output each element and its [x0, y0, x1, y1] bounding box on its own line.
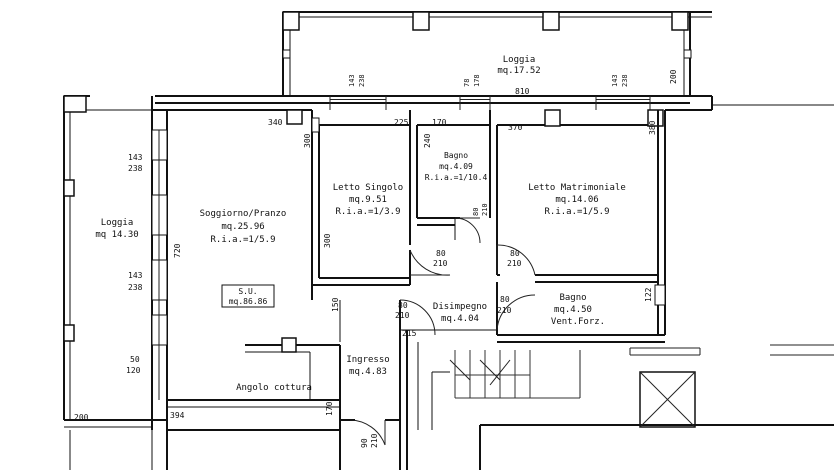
- dim-label: 720: [173, 243, 182, 258]
- pillar: [671, 11, 689, 31]
- dim-label: 143: [611, 74, 619, 87]
- room-name-bagno-small: Bagno: [444, 151, 468, 160]
- dim-label: 150: [331, 297, 340, 312]
- dim-label: 120: [126, 366, 141, 375]
- su-value: mq.86.86: [229, 297, 268, 306]
- loggia-top: [282, 11, 712, 96]
- dim-label: 238: [621, 74, 629, 87]
- dim-label: 122: [644, 287, 653, 302]
- room-name-loggia-top: Loggia: [503, 55, 536, 65]
- pillar: [542, 11, 560, 31]
- dim-label: 210: [507, 259, 522, 268]
- room-area-disimpegno: mq.4.04: [441, 314, 479, 324]
- dim-label: 380: [648, 120, 657, 135]
- dim-label: 340: [268, 118, 283, 127]
- room-area-letto-singolo: mq.9.51: [349, 195, 387, 205]
- dim-label: 210: [395, 311, 410, 320]
- dim-label: 143: [128, 153, 143, 162]
- room-ria-letto-singolo: R.i.a.=1/3.9: [335, 207, 400, 217]
- dim-label: 240: [423, 133, 432, 148]
- dim-label: 210: [433, 259, 448, 268]
- dim-label: 238: [358, 74, 366, 87]
- dim-label: 178: [473, 74, 481, 87]
- room-ria-bagno-small: R.i.a.=1/10.4: [425, 173, 488, 182]
- dim-label: 810: [515, 87, 530, 96]
- dim-label: 78: [463, 79, 471, 87]
- room-name-disimpegno: Disimpegno: [433, 302, 487, 312]
- room-name-loggia-left: Loggia: [101, 218, 134, 228]
- room-area-loggia-left: mq 14.30: [95, 230, 138, 240]
- pillar: [412, 11, 430, 31]
- dim-label: 90: [360, 438, 369, 448]
- dim-label: 300: [323, 233, 332, 248]
- dim-label: 80: [472, 208, 480, 216]
- room-area-bagno-small: mq.4.09: [439, 162, 473, 171]
- dim-label: 80: [436, 249, 446, 258]
- stairs: [417, 342, 834, 430]
- dim-label: 210: [497, 306, 512, 315]
- dim-label: 50: [130, 355, 140, 364]
- room-area-soggiorno: mq.25.96: [221, 222, 264, 232]
- dim-label: 225: [394, 118, 409, 127]
- room-name-letto-singolo: Letto Singolo: [333, 183, 403, 193]
- dim-label: 394: [170, 411, 185, 420]
- room-name-soggiorno: Soggiorno/Pranzo: [200, 209, 287, 219]
- dim-label: 80: [398, 301, 408, 310]
- dim-label: 200: [74, 413, 89, 422]
- dim-label: 210: [370, 433, 379, 448]
- room-area-letto-matrimoniale: mq.14.06: [555, 195, 598, 205]
- dim-label: 170: [325, 401, 334, 416]
- room-ria-soggiorno: R.i.a.=1/5.9: [210, 235, 275, 245]
- room-name-ingresso: Ingresso: [346, 355, 389, 365]
- dim-label: 80: [510, 249, 520, 258]
- room-ria-letto-matrimoniale: R.i.a.=1/5.9: [544, 207, 609, 217]
- pillar: [282, 11, 300, 31]
- room-note-bagno-large: Vent.Forz.: [551, 317, 605, 327]
- dimension-labels: 143 238 78 178 810 143 238 340 225 170 3…: [74, 74, 657, 448]
- room-area-loggia-top: mq.17.52: [497, 66, 540, 76]
- su-box: [221, 284, 275, 308]
- room-name-letto-matrimoniale: Letto Matrimoniale: [528, 183, 626, 193]
- dim-label: 80: [500, 295, 510, 304]
- room-name-bagno-large: Bagno: [559, 293, 586, 303]
- room-area-ingresso: mq.4.83: [349, 367, 387, 377]
- dim-label: 238: [128, 164, 143, 173]
- dim-label: 200: [669, 69, 678, 84]
- dim-label: 170: [432, 118, 447, 127]
- dim-label: 143: [128, 271, 143, 280]
- dim-label: 238: [128, 283, 143, 292]
- room-name-angolo-cottura: Angolo cottura: [236, 383, 312, 393]
- dim-label: 210: [481, 203, 489, 216]
- doors: [349, 217, 536, 446]
- room-area-bagno-large: mq.4.50: [554, 305, 592, 315]
- dim-label: 215: [402, 329, 417, 338]
- dim-label: 300: [303, 133, 312, 148]
- su-label: S.U.: [238, 287, 257, 296]
- dim-label: 370: [508, 123, 523, 132]
- dim-label: 143: [348, 74, 356, 87]
- main-walls: [63, 95, 834, 470]
